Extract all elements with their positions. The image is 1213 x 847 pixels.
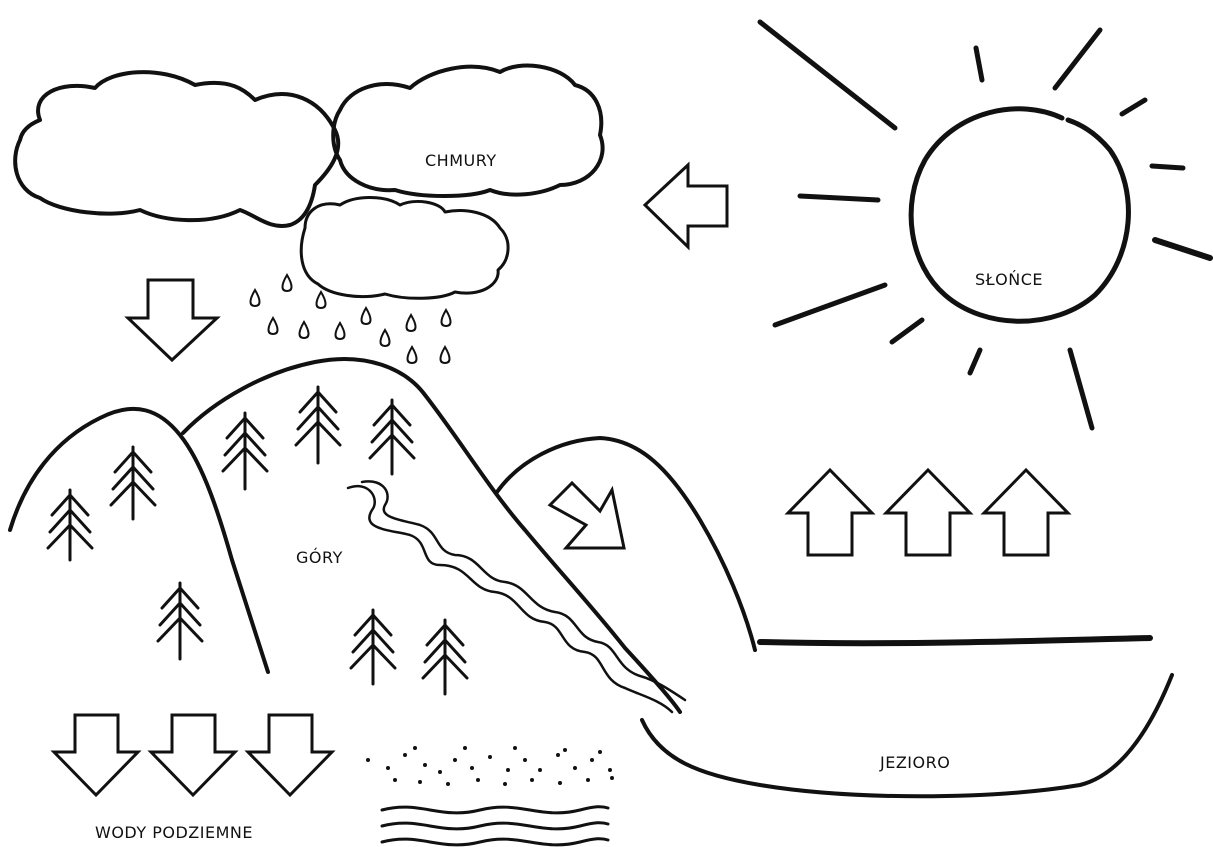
label-mountains: GÓRY	[296, 548, 343, 567]
arrow-up-icon	[886, 470, 970, 555]
sun-icon	[911, 109, 1128, 321]
tree-icon	[223, 413, 267, 489]
tree-icon	[158, 583, 202, 659]
mountains-group	[10, 359, 755, 712]
arrow-down-icon	[128, 280, 217, 360]
raindrop-icon	[336, 323, 345, 339]
trees-group	[48, 387, 467, 694]
soil-dots	[366, 746, 614, 786]
lake-basin	[642, 675, 1172, 796]
arrow-up-icon	[984, 470, 1068, 555]
raindrop-icon	[407, 315, 416, 331]
raindrop-icon	[442, 310, 451, 326]
raindrop-icon	[381, 330, 390, 346]
raindrop-icon	[251, 290, 260, 306]
arrow-left-icon	[645, 165, 727, 247]
arrow-up-icon	[788, 470, 872, 555]
cloud-small	[301, 198, 508, 299]
cloud-right	[333, 66, 602, 196]
river-bank-right	[362, 481, 685, 700]
arrow-down-icon	[248, 715, 332, 795]
tree-icon	[351, 610, 395, 684]
lake-surface	[760, 638, 1150, 643]
river-group	[348, 481, 685, 712]
label-clouds: CHMURY	[425, 151, 497, 170]
tree-icon	[370, 400, 414, 474]
clouds-group: CHMURY	[15, 66, 602, 299]
arrow-down-icon	[151, 715, 235, 795]
raindrop-icon	[408, 347, 417, 363]
tree-icon	[111, 447, 155, 519]
label-lake: JEZIORO	[879, 753, 950, 772]
sun-rays	[760, 22, 1210, 428]
raindrop-icon	[317, 292, 326, 308]
sun-group: SŁOŃCE	[760, 22, 1210, 428]
cloud-left	[15, 72, 338, 226]
lake-group: JEZIORO	[642, 638, 1172, 796]
label-sun: SŁOŃCE	[975, 270, 1043, 289]
raindrop-icon	[362, 308, 371, 324]
tree-icon	[296, 387, 340, 463]
arrow-diagonal-icon	[550, 483, 624, 548]
tree-icon	[423, 620, 467, 694]
raindrop-icon	[441, 347, 450, 363]
tree-icon	[48, 490, 92, 560]
raindrop-icon	[300, 322, 309, 338]
label-groundwater: WODY PODZIEMNE	[95, 823, 253, 842]
raindrop-icon	[283, 275, 292, 291]
groundwater-waves	[382, 807, 608, 845]
arrow-down-icon	[54, 715, 138, 795]
raindrop-icon	[269, 318, 278, 334]
raindrops-group	[251, 275, 451, 363]
